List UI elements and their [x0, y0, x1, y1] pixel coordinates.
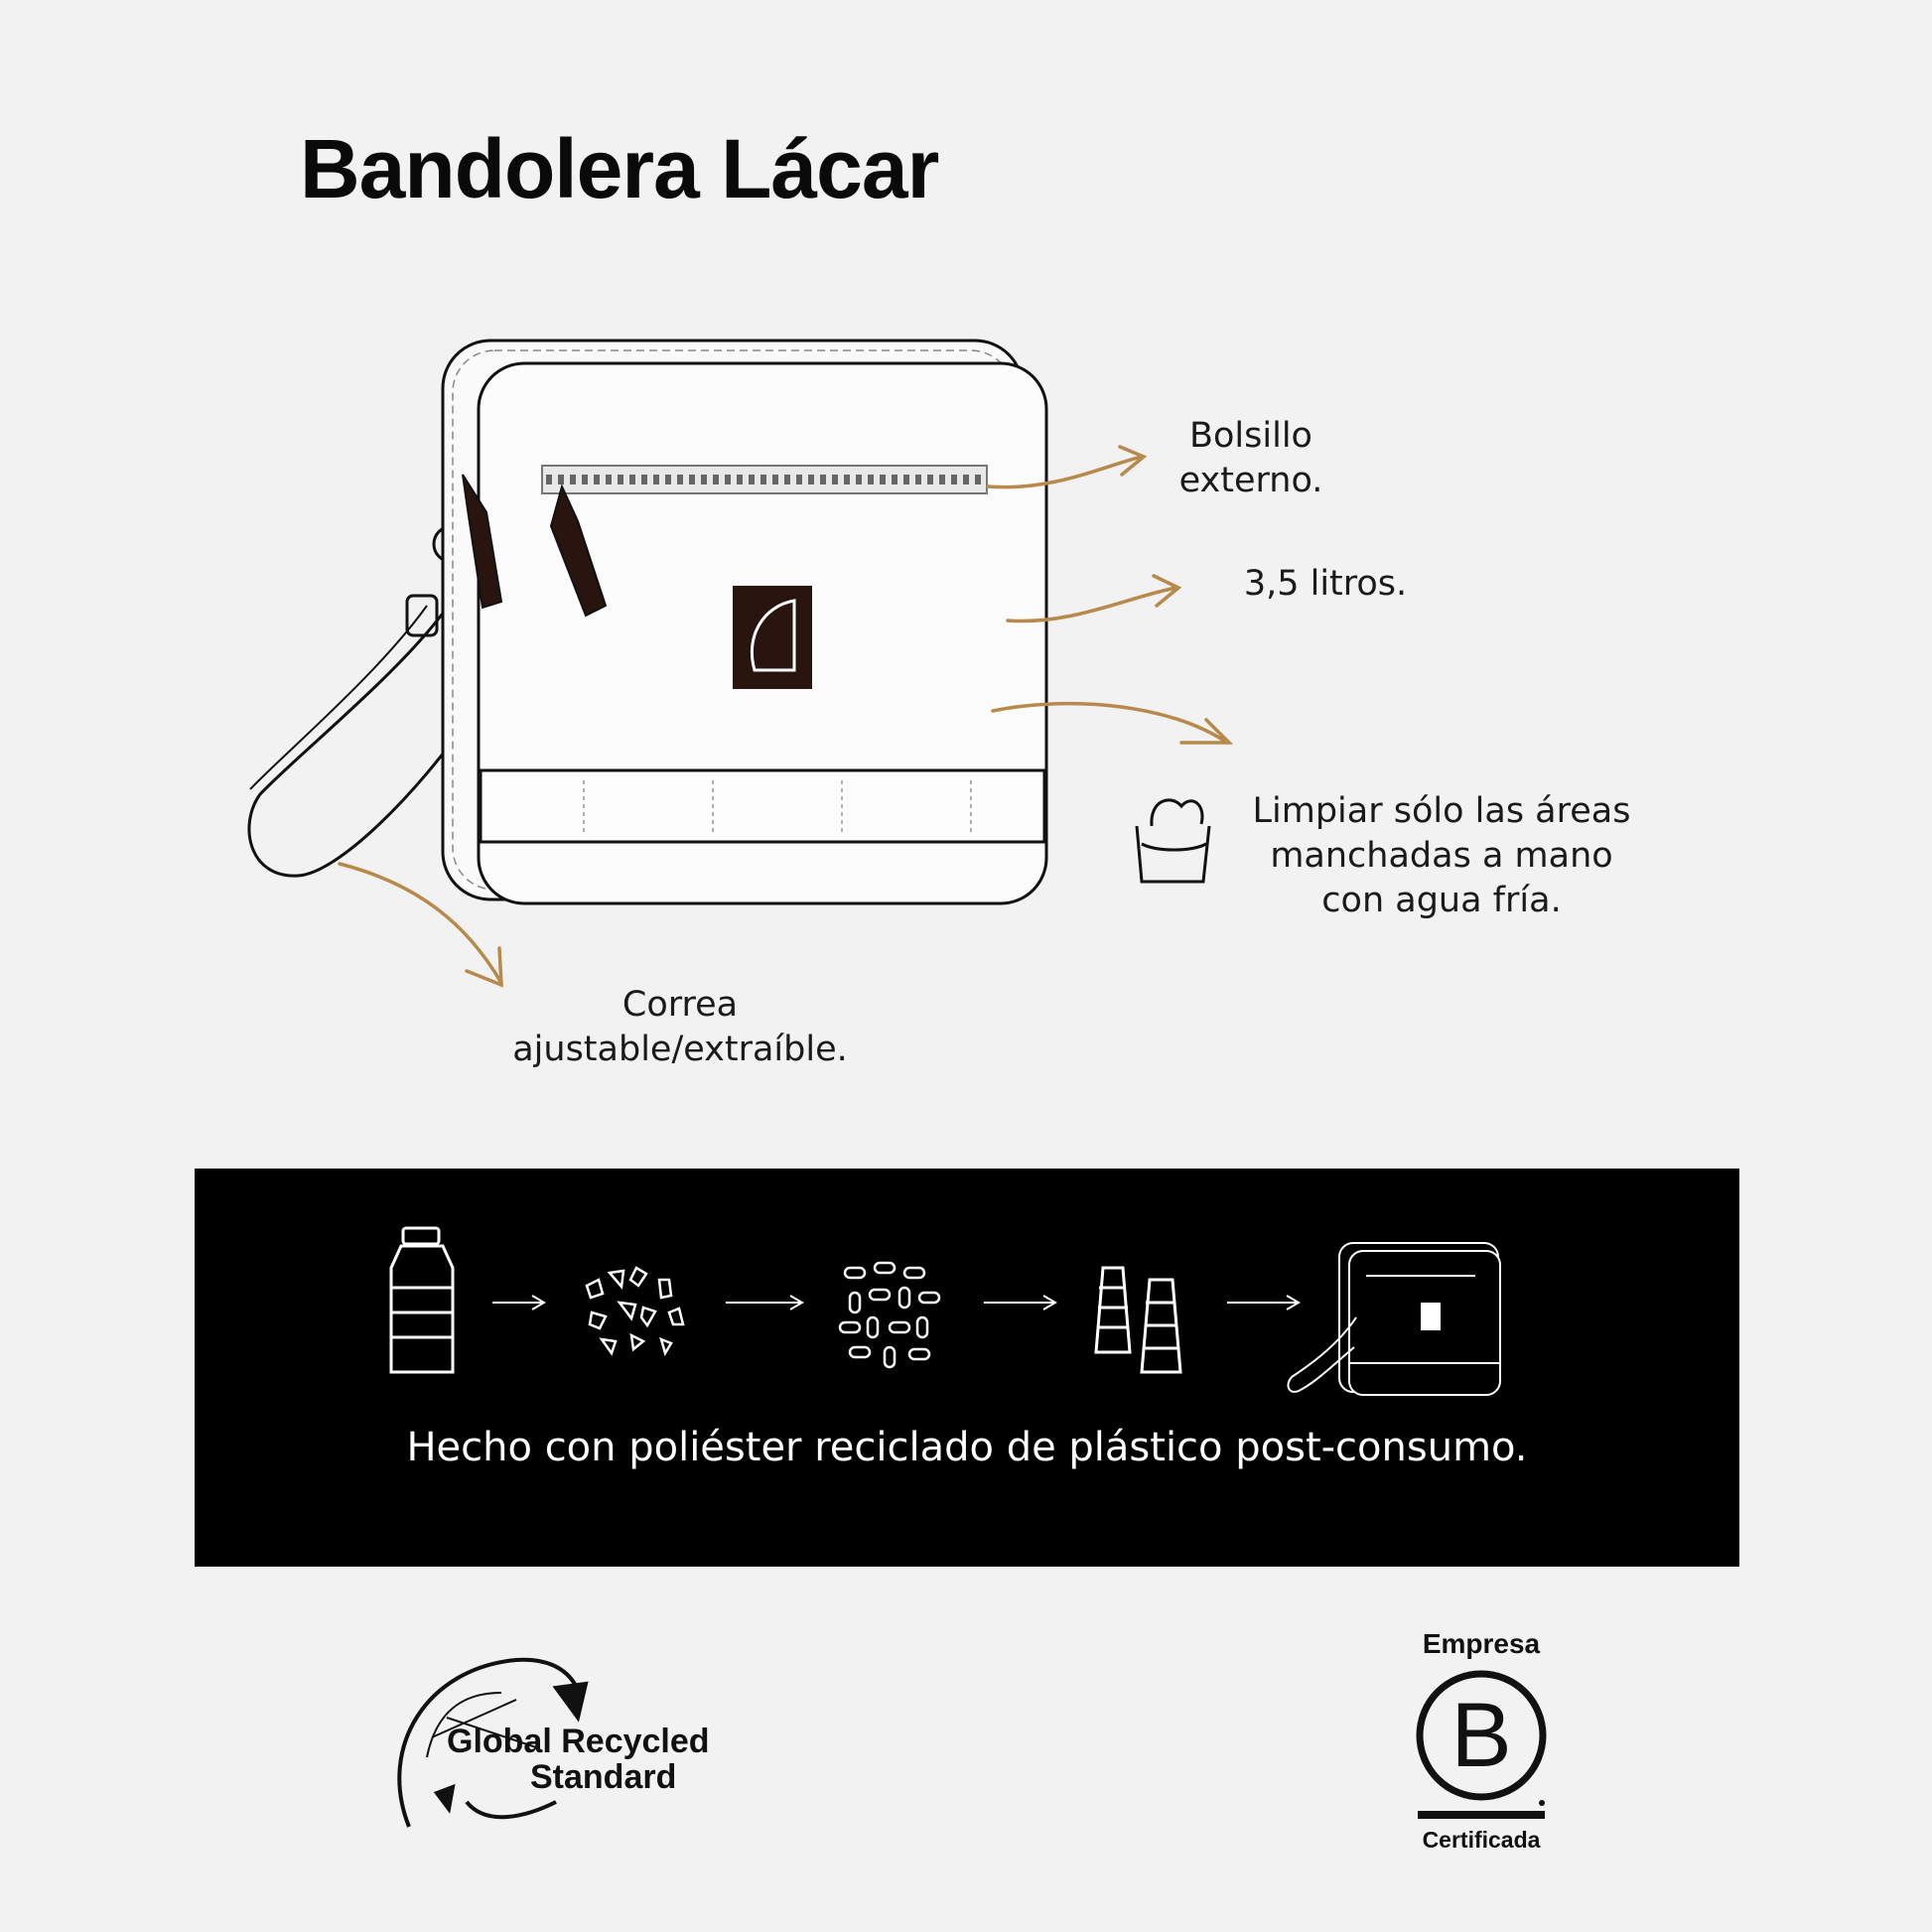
feature-strap: Correa ajustable/extraíble.	[501, 983, 859, 1072]
feature-strap-line: Correa	[621, 985, 739, 1025]
grs-logo-text: Global Recycled Standard	[447, 1724, 710, 1795]
bcorp-bottom-label: Certificada	[1422, 1827, 1541, 1853]
bag-icon	[1287, 1242, 1501, 1396]
grs-line: Global Recycled	[447, 1723, 710, 1760]
feature-pocket: Bolsillo externo.	[1102, 414, 1400, 503]
feature-care: Limpiar sólo las áreas manchadas a mano …	[1223, 789, 1660, 923]
grs-line: Standard	[530, 1758, 677, 1796]
recycling-band: Hecho con poliéster reciclado de plástic…	[195, 1169, 1739, 1567]
feature-pocket-line: Bolsillo	[1189, 416, 1312, 456]
feature-care-line: Limpiar sólo las áreas	[1252, 791, 1631, 831]
feature-capacity-line: 3,5 litros.	[1243, 564, 1408, 604]
yarn-spools-icon	[1094, 1266, 1182, 1374]
bottle-icon	[389, 1226, 455, 1374]
flakes-icon	[585, 1266, 685, 1357]
bcorp-top-label: Empresa	[1422, 1628, 1541, 1659]
page-title: Bandolera Lácar	[300, 122, 939, 215]
feature-care-line: con agua fría.	[1321, 881, 1562, 920]
pellets-icon	[838, 1261, 941, 1369]
feature-pocket-line: externo.	[1178, 461, 1323, 500]
feature-capacity: 3,5 litros.	[1176, 562, 1474, 607]
feature-strap-line: ajustable/extraíble.	[512, 1030, 848, 1069]
recycling-caption: Hecho con poliéster reciclado de plástic…	[406, 1425, 1528, 1470]
bcorp-letter: B	[1450, 1685, 1512, 1786]
feature-care-line: manchadas a mano	[1270, 836, 1613, 876]
